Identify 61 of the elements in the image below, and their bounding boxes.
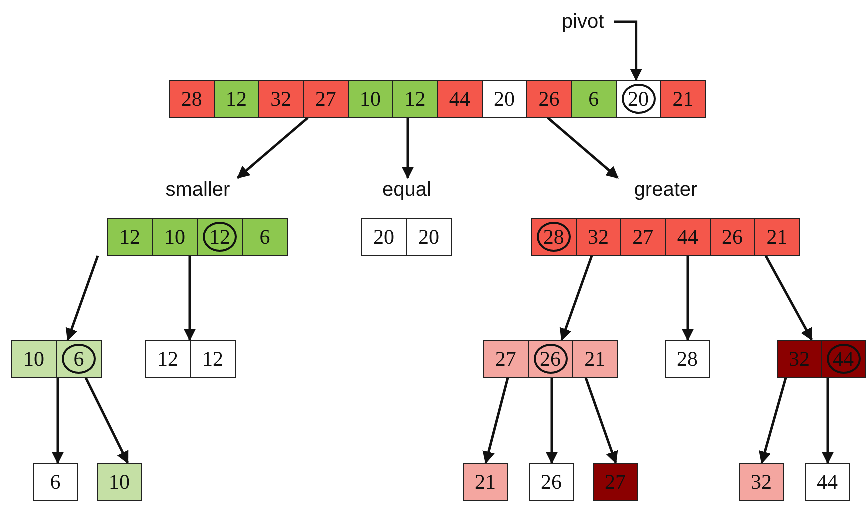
arrow — [546, 378, 558, 464]
array-number: 10 — [164, 224, 186, 250]
array-number: 32 — [270, 86, 292, 112]
array-number: 28 — [181, 86, 202, 112]
arrow — [84, 377, 130, 464]
arrow — [547, 117, 619, 179]
array-number: 28 — [677, 346, 698, 372]
array-number: 44 — [449, 86, 470, 112]
circled-pivot-number: 44 — [826, 344, 860, 374]
array-number: 10 — [24, 346, 44, 372]
arrow — [682, 256, 694, 342]
array-number: 44 — [677, 224, 698, 250]
array-number: 32 — [751, 470, 772, 494]
arrow — [402, 118, 414, 180]
array-number: 12 — [120, 224, 140, 250]
circled-pivot-number: 6 — [62, 344, 96, 374]
array-number: 20 — [418, 224, 440, 250]
array-number: 26 — [538, 86, 560, 112]
array-number: 21 — [584, 346, 606, 372]
arrow — [184, 256, 196, 342]
array-number: 20 — [494, 86, 516, 112]
array-number: 12 — [158, 346, 178, 372]
array-number: 27 — [605, 470, 626, 494]
array-number: 20 — [374, 224, 394, 250]
array-number: 26 — [541, 470, 562, 494]
array-number: 12 — [404, 86, 426, 112]
arrow — [52, 378, 64, 464]
partition-label: greater — [634, 178, 698, 203]
pivot-label: pivot — [562, 10, 604, 35]
array-number: 32 — [789, 346, 810, 372]
arrow — [66, 256, 100, 342]
array-number: 10 — [360, 86, 382, 112]
arrow — [614, 20, 643, 82]
array-number: 21 — [672, 86, 694, 112]
array-number: 27 — [495, 346, 516, 372]
array-number: 6 — [260, 224, 270, 250]
array-number: 12 — [226, 86, 247, 112]
arrow — [764, 255, 814, 342]
array-number: 10 — [109, 470, 130, 494]
array-number: 32 — [588, 224, 609, 250]
arrow — [759, 378, 788, 464]
array-number: 26 — [722, 224, 744, 250]
circled-pivot-number: 20 — [622, 84, 656, 114]
arrow — [482, 378, 510, 464]
array-number: 6 — [588, 86, 600, 112]
array-number: 6 — [50, 470, 61, 494]
partition-label: equal — [382, 178, 432, 203]
array-number: 44 — [817, 470, 838, 494]
arrow — [584, 378, 618, 464]
array-number: 27 — [315, 86, 336, 112]
arrow — [237, 117, 309, 179]
circled-pivot-number: 26 — [534, 344, 568, 374]
circled-pivot-number: 12 — [203, 222, 237, 252]
partition-label: smaller — [166, 178, 230, 203]
circled-pivot-number: 28 — [536, 222, 571, 252]
array-number: 27 — [632, 224, 654, 250]
arrow — [560, 256, 594, 342]
array-number: 21 — [766, 224, 788, 250]
array-number: 12 — [202, 346, 224, 372]
arrow — [822, 378, 834, 464]
array-number: 21 — [475, 470, 496, 494]
